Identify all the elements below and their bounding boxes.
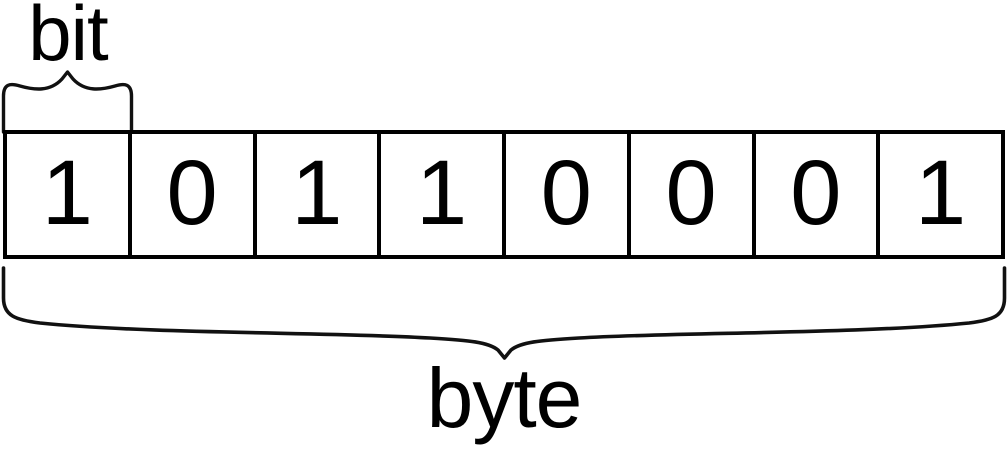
bit-value-5: 0 [665,141,717,244]
bit-cell-6[interactable]: 0 [755,134,881,255]
bit-value-4: 0 [540,141,592,244]
bit-value-2: 1 [291,141,343,244]
bit-cell-5[interactable]: 0 [630,134,756,255]
byte-label: byte [426,351,583,445]
bit-cell-4[interactable]: 0 [506,134,631,255]
bit-value-1: 0 [166,141,218,244]
bit-cell-2[interactable]: 1 [256,134,382,255]
bit-cell-1[interactable]: 0 [131,134,257,255]
byte-brace-icon [1,266,1007,360]
bit-label: bit [28,0,108,77]
bit-brace-icon [1,70,134,134]
bit-cell-0[interactable]: 1 [7,134,132,255]
bit-value-0: 1 [41,141,93,244]
byte-row: 1 0 1 1 0 0 0 1 [3,130,1005,259]
bit-value-3: 1 [416,141,468,244]
bit-cell-7[interactable]: 1 [880,134,1001,255]
bit-value-6: 0 [790,141,842,244]
bit-value-7: 1 [915,141,967,244]
bit-cell-3[interactable]: 1 [381,134,506,255]
